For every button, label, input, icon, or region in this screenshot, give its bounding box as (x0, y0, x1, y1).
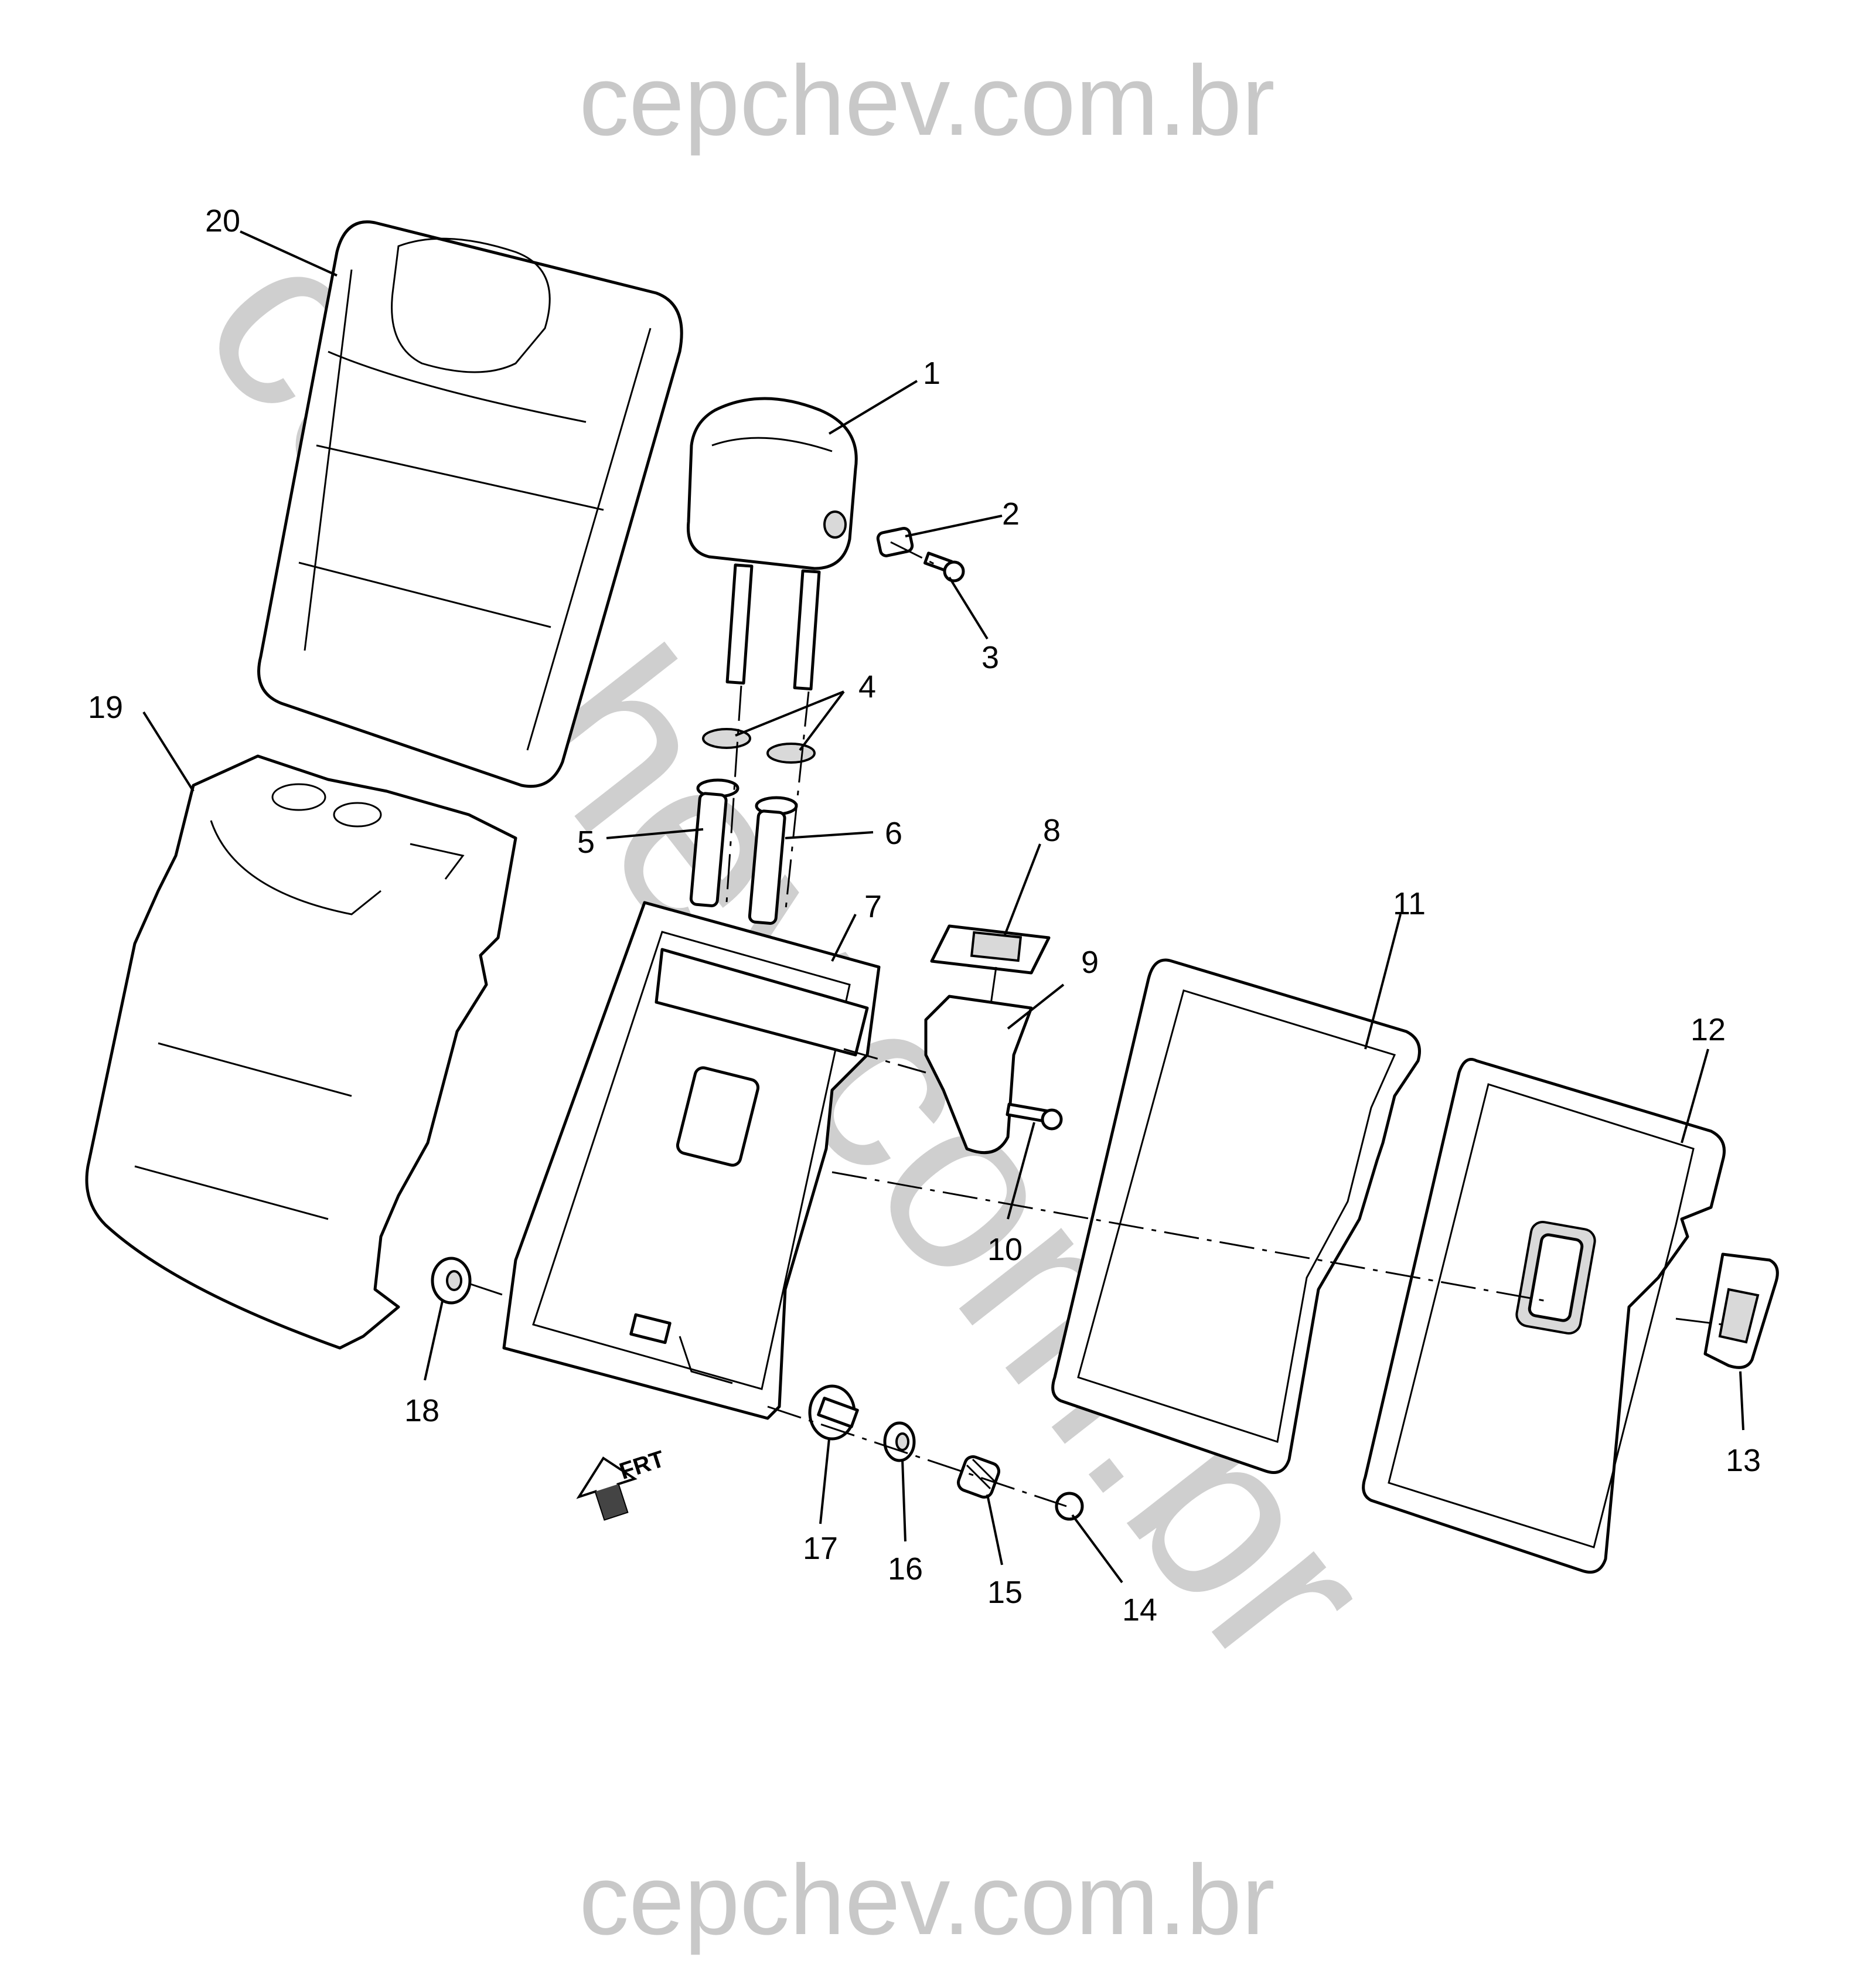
part-8-bezel (930, 924, 1051, 975)
part-17-bushing (808, 1384, 859, 1441)
part-12-rear-panel (1362, 1058, 1726, 1574)
callout-12: 12 (1691, 1012, 1726, 1047)
callout-15: 15 (987, 1575, 1023, 1610)
part-1-headrest (686, 397, 858, 690)
part-11-panel-trim (1051, 958, 1421, 1474)
leader-lines (142, 230, 1744, 1584)
callout-11: 11 (1393, 886, 1426, 921)
part-5-headrest-guide (689, 778, 739, 907)
callout-8: 8 (1043, 813, 1061, 848)
callout-14: 14 (1122, 1592, 1157, 1628)
callout-3: 3 (981, 640, 999, 675)
part-9-latch (924, 995, 1033, 1155)
front-direction-badge: FRT (576, 1446, 668, 1521)
callout-labels: 1 2 3 4 5 6 7 8 9 10 11 12 13 14 15 16 1… (88, 203, 1761, 1628)
callout-6: 6 (885, 816, 902, 851)
part-7-seatback-frame (502, 901, 881, 1420)
callout-2: 2 (1002, 496, 1020, 532)
callout-1: 1 (923, 356, 940, 391)
callout-20: 20 (205, 203, 240, 239)
callout-9: 9 (1081, 945, 1099, 980)
part-10-bolt (1006, 1102, 1063, 1131)
callout-4: 4 (858, 669, 876, 704)
callout-16: 16 (888, 1551, 923, 1587)
part-18-grommet (431, 1257, 472, 1305)
callout-19: 19 (88, 690, 123, 725)
callout-18: 18 (404, 1393, 439, 1428)
assembly-lines (468, 541, 1723, 1507)
callout-17: 17 (803, 1531, 838, 1566)
part-6-headrest-guide (748, 796, 798, 925)
part-20-seatback-cover (257, 220, 683, 788)
part-3-bolt (923, 552, 965, 583)
part-14-bolt (1055, 1492, 1084, 1521)
part-2-bushing (876, 526, 914, 557)
callout-13: 13 (1726, 1443, 1761, 1478)
watermark-bottom: cepchev.com.br (579, 1844, 1274, 1956)
callout-7: 7 (864, 889, 882, 924)
callout-5: 5 (577, 825, 595, 860)
callout-10: 10 (987, 1232, 1023, 1267)
part-13-release-handle (1703, 1252, 1779, 1369)
part-15-spring (956, 1455, 1001, 1499)
part-16-washer (883, 1421, 916, 1462)
part-19-seatback-rear-panel (85, 754, 517, 1350)
front-label: FRT (616, 1446, 668, 1485)
watermark-top: cepchev.com.br (579, 45, 1274, 156)
